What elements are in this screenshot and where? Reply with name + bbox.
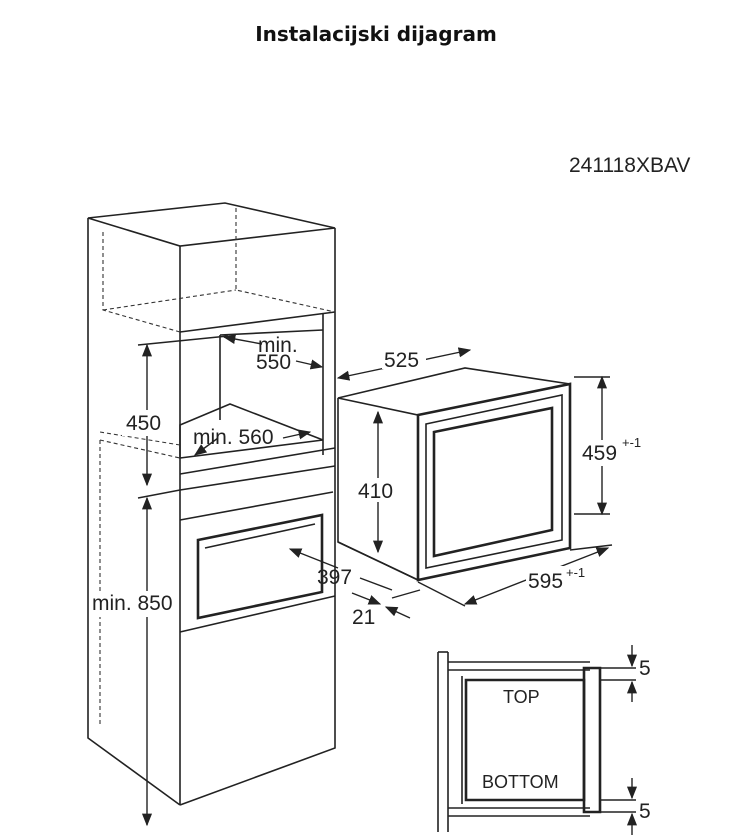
niche-cross-section: TOP BOTTOM 5 5 xyxy=(437,645,651,835)
section-bottom-label: BOTTOM xyxy=(482,772,559,792)
section-top-label: TOP xyxy=(503,687,540,707)
tall-cabinet xyxy=(87,202,336,806)
oven-unit xyxy=(337,367,572,582)
oven-dimensions: 525 410 459 +-1 397 595 +-1 21 xyxy=(288,347,644,629)
dim-min-560-label: min. 560 xyxy=(193,426,274,449)
gap-5-top-label: 5 xyxy=(639,657,651,680)
dim-459-label: 459 xyxy=(582,442,617,465)
dim-525-label: 525 xyxy=(384,349,419,372)
dim-410-label: 410 xyxy=(358,480,393,503)
dim-21-label: 21 xyxy=(352,606,375,629)
model-code: 241118XBAV xyxy=(569,154,691,177)
page-title: Instalacijski dijagram xyxy=(255,22,497,46)
dim-459-tolerance: +-1 xyxy=(622,435,641,450)
cabinet-dimensions: min. 550 450 min. 560 min. 850 xyxy=(91,334,324,827)
dim-450-label: 450 xyxy=(126,412,161,435)
dim-min-550-label-a: min. xyxy=(258,334,298,357)
dim-397-label: 397 xyxy=(317,566,352,589)
dim-595-tolerance: +-1 xyxy=(566,565,585,580)
gap-5-bottom-label: 5 xyxy=(639,800,651,823)
dim-595-label: 595 xyxy=(528,570,563,593)
dim-min-850-label: min. 850 xyxy=(92,592,173,615)
dim-min-550-label-b: 550 xyxy=(256,351,291,374)
